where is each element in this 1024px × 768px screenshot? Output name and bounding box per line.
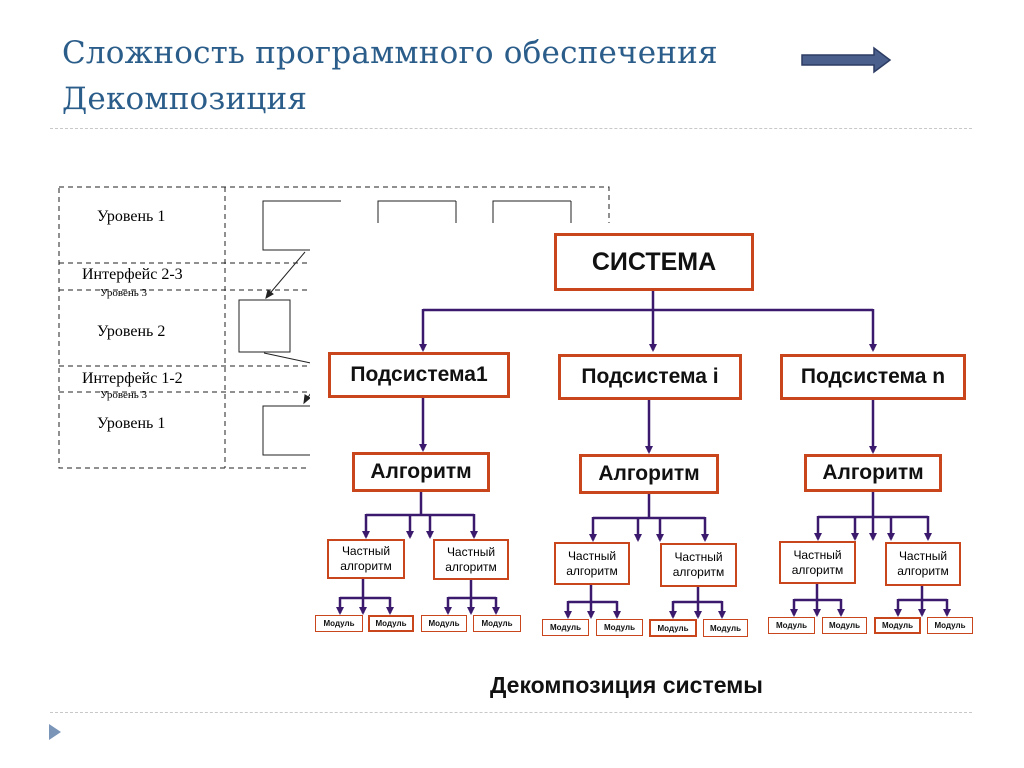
module-box: Модуль (473, 615, 521, 632)
header-divider (50, 128, 972, 129)
module-box: Модуль (421, 615, 467, 632)
module-box: Модуль (315, 615, 363, 632)
decomposition-panel (310, 223, 978, 643)
private-algorithm-box: Частный алгоритм (327, 539, 405, 579)
subsystem-n-box: Подсистема n (780, 354, 966, 400)
private-algorithm-box: Частный алгоритм (779, 541, 856, 584)
triangle-bullet-icon (49, 724, 61, 740)
footer-divider (50, 712, 972, 713)
subsystem-i-box: Подсистема і (558, 354, 742, 400)
interface-2-3-label: Интерфейс 2-3 (82, 266, 183, 283)
module-box: Модуль (874, 617, 921, 634)
interface-1-2-label: Интерфейс 1-2 (82, 370, 183, 387)
private-algorithm-box: Частный алгоритм (885, 542, 961, 586)
level-1-label: Уровень 1 (97, 208, 166, 225)
level-3-small-label: Уровень 3 (100, 389, 147, 401)
title-line-2: Декомпозиция (62, 81, 308, 117)
right-arrow-icon (801, 46, 892, 74)
module-box: Модуль (822, 617, 867, 634)
algorithm-box-3: Алгоритм (804, 454, 942, 492)
subsystem-1-box: Подсистема1 (328, 352, 510, 398)
system-box: СИСТЕМА (554, 233, 754, 291)
algorithm-box-1: Алгоритм (352, 452, 490, 492)
level-2-label: Уровень 2 (97, 323, 166, 340)
private-algorithm-box: Частный алгоритм (554, 542, 630, 585)
private-algorithm-box: Частный алгоритм (660, 543, 737, 587)
private-algorithm-box: Частный алгоритм (433, 539, 509, 580)
level-1-bottom-label: Уровень 1 (97, 415, 166, 432)
module-box: Модуль (768, 617, 815, 634)
module-box: Модуль (596, 619, 643, 636)
module-box: Модуль (649, 619, 697, 637)
module-box: Модуль (927, 617, 973, 634)
page-title: Сложность программного обеспечения Деком… (62, 30, 718, 122)
decomposition-caption: Декомпозиция системы (490, 672, 763, 698)
title-line-1: Сложность программного обеспечения (62, 35, 718, 71)
module-box: Модуль (703, 619, 748, 637)
module-box: Модуль (368, 615, 414, 632)
module-box: Модуль (542, 619, 589, 636)
level-3-small-label: Уровень 3 (100, 287, 147, 299)
algorithm-box-2: Алгоритм (579, 454, 719, 494)
